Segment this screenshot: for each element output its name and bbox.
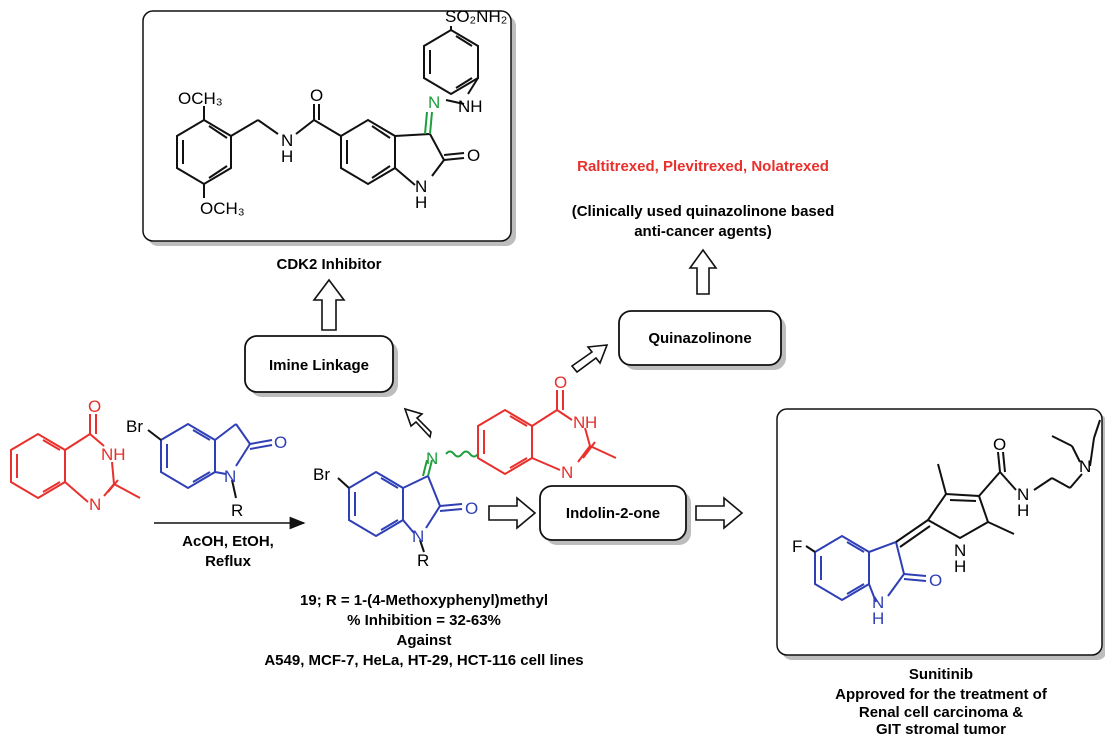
sunitinib-caption-line3: GIT stromal tumor — [876, 721, 1006, 737]
reactant-quin-nh: NH — [101, 445, 126, 464]
product-atoms: Br N O N R O N H N — [313, 373, 597, 570]
reactant-quinazolinone — [10, 414, 141, 503]
reactant-isatin-br: Br — [126, 417, 143, 436]
cdk2-amide-n-label: N — [281, 131, 293, 150]
sunitinib-f: F — [792, 537, 802, 556]
product-imine-link — [422, 450, 479, 477]
cdk2-ome-top-label: OCH₃ — [178, 89, 223, 108]
indolinone-box: Indolin-2-one — [539, 485, 691, 545]
cdk2-amide-o-label: O — [310, 86, 323, 105]
clinical-note-line1: (Clinically used quinazolinone based — [572, 203, 835, 220]
sunitinib-caption-line2: Renal cell carcinoma & — [859, 704, 1023, 721]
reactant-isatin-o: O — [274, 433, 287, 452]
reactant-quin-n: N — [89, 495, 101, 514]
reaction-conditions-line2: Reflux — [205, 553, 252, 570]
reactant-isatin-atoms: Br O N R — [126, 417, 287, 520]
sunitinib-amine-n: N — [1079, 457, 1091, 476]
product-caption-line4: A549, MCF-7, HeLa, HT-29, HCT-116 cell l… — [264, 652, 583, 669]
reactant-quin-o: O — [88, 397, 101, 416]
indolinone-box-label: Indolin-2-one — [566, 505, 660, 522]
product-quin-n1: N — [573, 413, 585, 432]
cdk2-structure — [176, 26, 479, 198]
sunitinib-name: Sunitinib — [909, 666, 973, 683]
reactant-isatin-r: R — [231, 501, 243, 520]
cdk2-hydrazone-nh-label: NH — [458, 97, 483, 116]
sunitinib-amide-n: N — [1017, 485, 1029, 504]
arrow-to-indolinone — [488, 496, 537, 530]
cdk2-ome-bottom-label: OCH₃ — [200, 199, 245, 218]
cdk2-atoms: SO₂NH₂ OCH₃ OCH₃ O N H N NH O N H — [178, 7, 507, 218]
reactant-quinazolinone-atoms: O NH N — [88, 397, 126, 514]
quinazolinone-box-label: Quinazolinone — [648, 330, 751, 347]
cdk2-lactam-h-label: H — [415, 193, 427, 212]
arrow-up-to-clinical — [688, 248, 718, 295]
arrow-to-sunitinib — [695, 496, 744, 530]
product-lactam-n: N — [412, 527, 424, 546]
sunitinib-lactam-n: N — [872, 593, 884, 612]
product-r: R — [417, 551, 429, 570]
sunitinib-amide-o: O — [993, 435, 1006, 454]
quinazolinone-box: Quinazolinone — [618, 310, 786, 370]
product-imine-n: N — [426, 449, 438, 468]
sunitinib-panel-box — [776, 408, 1103, 656]
arrow-up-to-cdk2 — [312, 278, 346, 331]
sunitinib-amide-h: H — [1017, 501, 1029, 520]
sunitinib-pyrrole-h: H — [954, 557, 966, 576]
product-indolinone-core — [337, 470, 463, 553]
product-br: Br — [313, 465, 330, 484]
cdk2-hydrazone-n-label: N — [428, 93, 440, 112]
product-lactam-o: O — [465, 499, 478, 518]
imine-box-label: Imine Linkage — [269, 357, 369, 374]
cdk2-caption: CDK2 Inhibitor — [277, 256, 382, 273]
cdk2-so2nh2-label: SO₂NH₂ — [445, 7, 507, 26]
cdk2-panel-box — [142, 10, 512, 242]
product-quin-h: H — [585, 413, 597, 432]
cdk2-panel: SO₂NH₂ OCH₃ OCH₃ O N H N NH O N H — [142, 7, 516, 246]
reaction-conditions-line1: AcOH, EtOH, — [182, 533, 274, 550]
arrow-to-quinazolinone — [570, 344, 609, 374]
cdk2-lactam-o-label: O — [467, 146, 480, 165]
product-quin-o: O — [554, 373, 567, 392]
sunitinib-caption-line1: Approved for the treatment of — [835, 686, 1048, 703]
product-caption-line1: 19; R = 1-(4-Methoxyphenyl)methyl — [300, 592, 548, 609]
cdk2-amide-h-label: H — [281, 147, 293, 166]
sunitinib-lactam-o: O — [929, 571, 942, 590]
sunitinib-panel: F O N H N H O N H N — [776, 408, 1105, 660]
open-arrows — [312, 248, 744, 530]
sunitinib-atoms: F O N H N H O N H N — [792, 435, 1091, 628]
clinical-note-line2: anti-cancer agents) — [634, 223, 772, 240]
arrow-to-imine — [403, 407, 432, 439]
product-caption-line3: Against — [396, 632, 451, 649]
sunitinib-side-chain — [895, 419, 1101, 548]
product-quinazolinone-core — [477, 390, 617, 476]
sunitinib-oxindole — [805, 534, 927, 603]
clinical-drugs: Raltitrexed, Plevitrexed, Nolatrexed — [577, 158, 829, 175]
reactant-isatin — [147, 422, 273, 499]
reactant-isatin-n: N — [224, 467, 236, 486]
product-quin-n2: N — [561, 463, 573, 482]
sunitinib-pyrrole-n: N — [954, 541, 966, 560]
product-caption-line2: % Inhibition = 32-63% — [347, 612, 501, 629]
sunitinib-lactam-h: H — [872, 609, 884, 628]
cdk2-lactam-n-label: N — [415, 177, 427, 196]
imine-box: Imine Linkage — [244, 335, 398, 397]
